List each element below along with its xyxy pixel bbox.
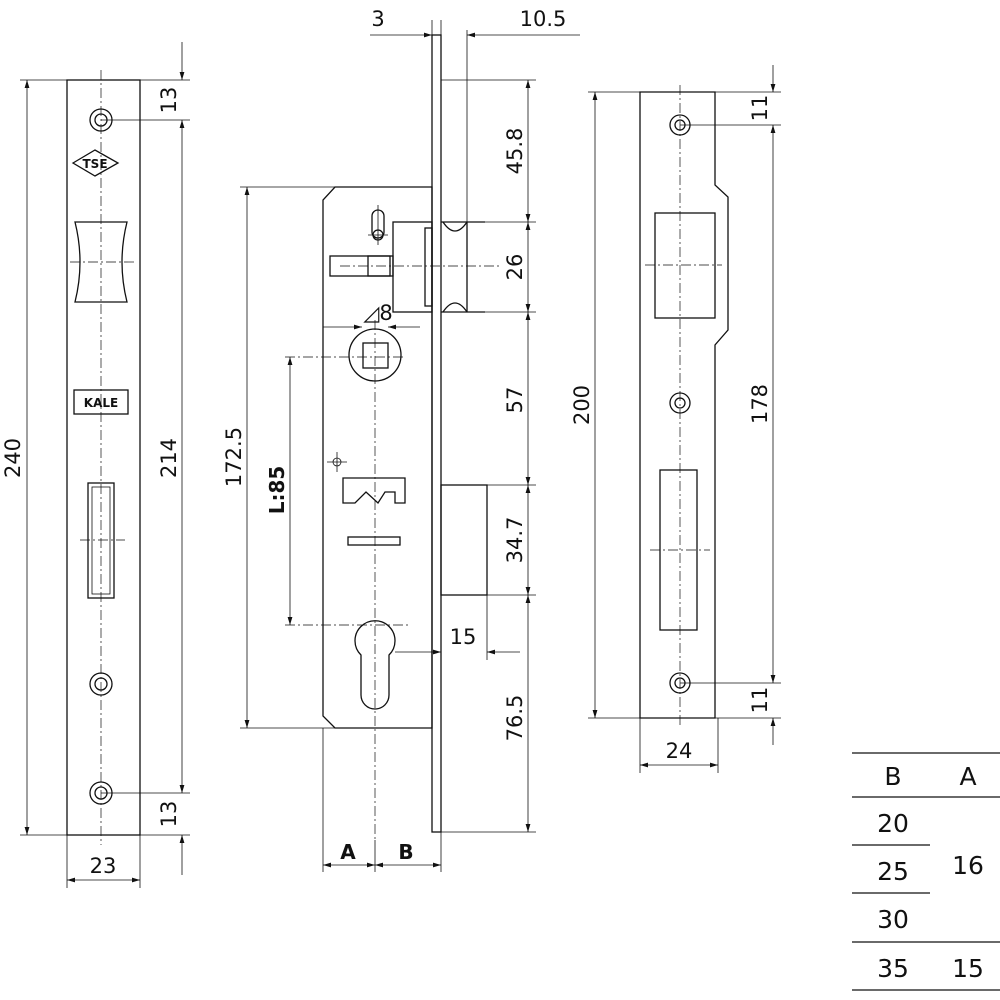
dim-45-8: 45.8 — [503, 128, 527, 175]
dim-34-7: 34.7 — [503, 517, 527, 564]
dim-spindle-8: ◿8 — [363, 301, 393, 325]
dim-23: 23 — [90, 854, 117, 878]
bolt-opening — [87, 482, 115, 599]
dim-l-85: L:85 — [265, 466, 289, 515]
table-cell-b: 30 — [877, 905, 909, 934]
lock-faceplate — [431, 34, 442, 833]
lock-body: ◿8 3 10.5 45.8 26 57 34.7 76.5 — [222, 7, 580, 872]
svg-text:KALE: KALE — [84, 396, 118, 410]
label-b: B — [398, 840, 413, 864]
dim-11-bottom: 11 — [748, 687, 772, 714]
strike-plate: 200 178 11 11 24 — [570, 65, 781, 773]
dim-10-5: 10.5 — [520, 7, 567, 31]
dim-11-top: 11 — [748, 95, 772, 122]
dim-15: 15 — [450, 625, 477, 649]
table-cell-b: 25 — [877, 857, 909, 886]
front-plate-outline — [66, 79, 141, 836]
table-cell-a: 16 — [952, 851, 984, 880]
latch-opening — [74, 221, 128, 303]
table-cell-b: 35 — [877, 954, 909, 983]
table-cell-a: 15 — [952, 954, 984, 983]
table-header-b: B — [884, 762, 901, 791]
table-cell-b: 20 — [877, 809, 909, 838]
latch-adjust-icon — [368, 205, 388, 245]
front-plate: TSE KALE 240 214 13 13 23 — [1, 42, 190, 888]
dimension-table: B A 20 25 30 35 16 15 — [852, 752, 1000, 991]
dim-200: 200 — [570, 385, 594, 425]
cylinder-hole — [354, 620, 396, 710]
dim-24: 24 — [666, 739, 693, 763]
dim-57: 57 — [503, 387, 527, 414]
dim-13-top: 13 — [157, 87, 181, 114]
deadbolt — [440, 484, 488, 596]
tse-logo: TSE — [71, 149, 120, 177]
label-a: A — [340, 840, 356, 864]
dim-214: 214 — [157, 438, 181, 478]
table-header-a: A — [959, 762, 976, 791]
dim-76-5: 76.5 — [503, 695, 527, 742]
lock-case-outline — [322, 186, 433, 729]
dim-172-5: 172.5 — [222, 427, 246, 487]
dim-13-bottom: 13 — [157, 801, 181, 828]
svg-text:TSE: TSE — [82, 157, 107, 171]
dim-178: 178 — [748, 384, 772, 424]
dim-3: 3 — [371, 7, 384, 31]
strike-plate-outline — [639, 91, 729, 719]
kale-logo: KALE — [73, 389, 129, 415]
dim-240: 240 — [1, 438, 25, 478]
dim-26: 26 — [503, 254, 527, 281]
spindle-hole — [348, 328, 402, 382]
